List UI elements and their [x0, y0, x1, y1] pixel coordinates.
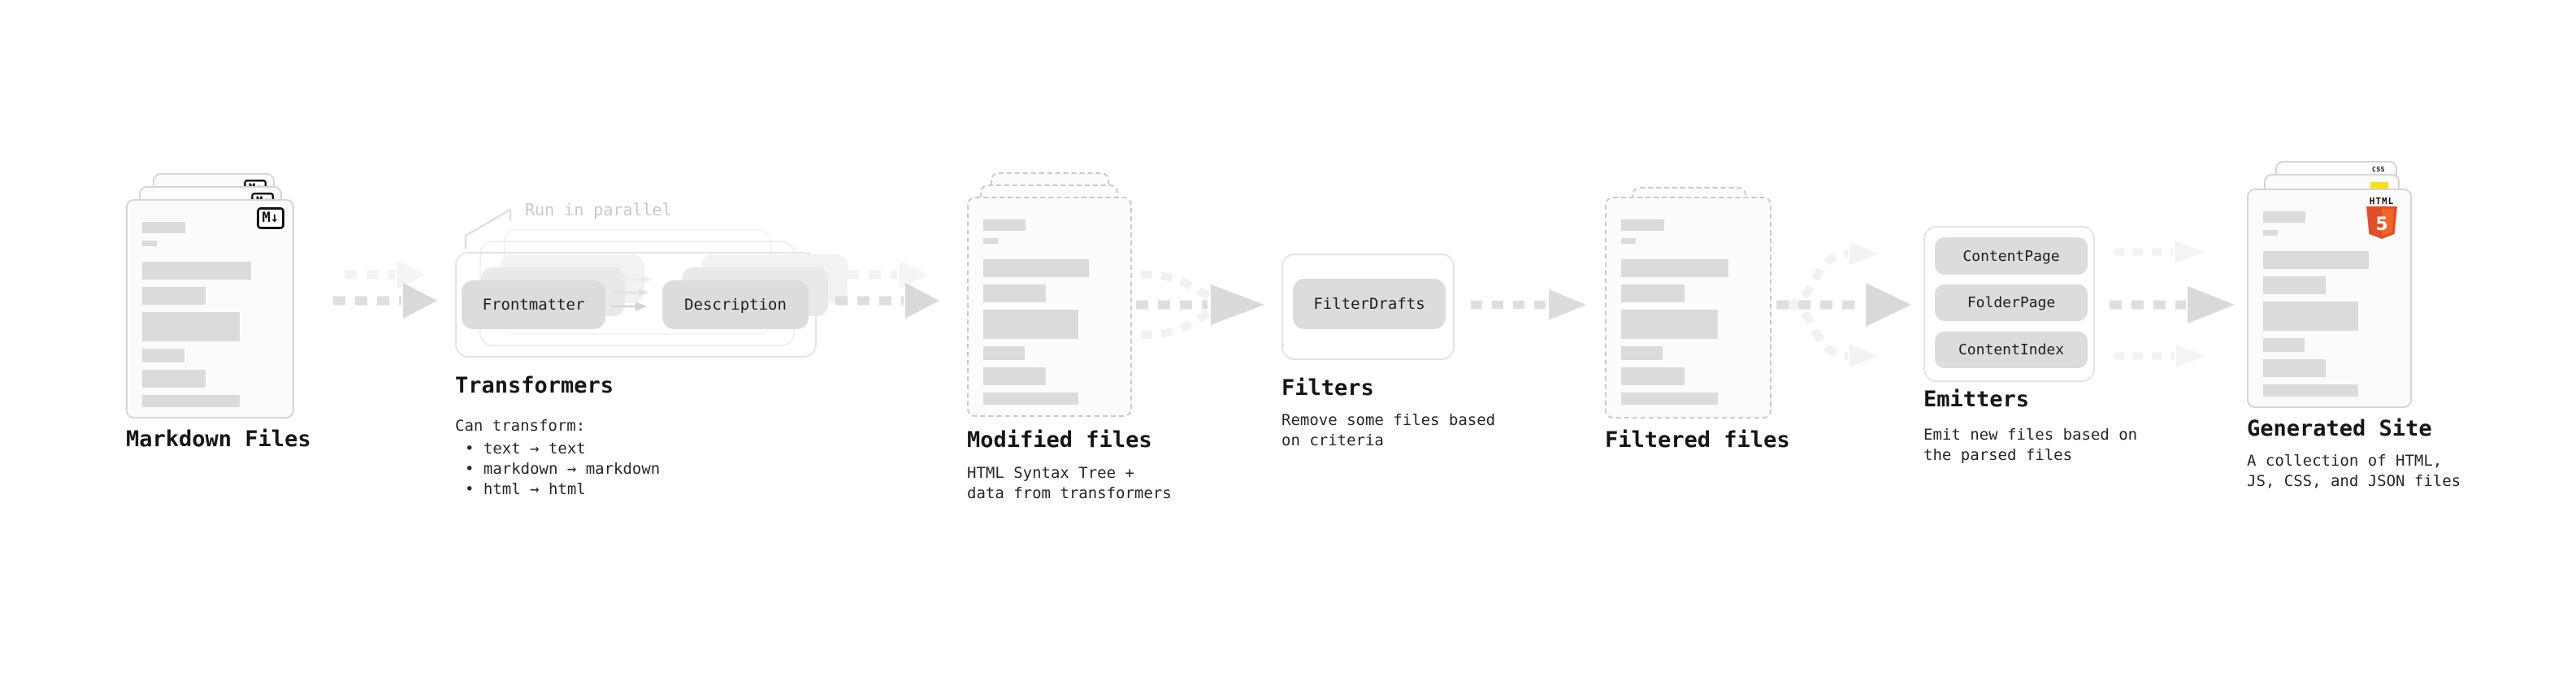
filters-group-box [1281, 254, 1455, 360]
description-box: Description [662, 280, 809, 329]
modified-files-title: Modified files [967, 427, 1152, 453]
run-in-parallel-note: Run in parallel [525, 200, 672, 219]
document-skeleton-lines [983, 219, 1116, 405]
markdown-files-label: Markdown Files [126, 427, 311, 452]
generated-site-title: Generated Site [2247, 416, 2432, 441]
contentpage-box: ContentPage [1935, 237, 2088, 275]
folderpage-box: FolderPage [1935, 284, 2088, 321]
filters-title: Filters [1281, 375, 1374, 401]
transformers-capabilities-list: text → text markdown → markdown html → h… [465, 439, 660, 500]
arrow-transformers-to-modified [835, 260, 939, 319]
markdown-icon: M↓ [256, 207, 284, 229]
svg-text:5: 5 [2375, 215, 2387, 235]
list-item: html → html [465, 479, 660, 500]
document-skeleton-lines [142, 222, 278, 407]
arrow-filters-to-filtered [1471, 289, 1586, 320]
generated-site-subtitle: A collection of HTML, JS, CSS, and JSON … [2247, 452, 2461, 490]
frontmatter-box: Frontmatter [462, 280, 605, 329]
js-file-icon [2370, 182, 2388, 190]
list-item: text → text [465, 439, 660, 459]
emitters-subtitle: Emit new files based on the parsed files [1923, 426, 2138, 464]
filtered-file-card [1605, 197, 1772, 419]
generated-html-file-card: HTML 5 [2247, 189, 2412, 408]
modified-file-card [967, 197, 1132, 417]
transformers-title: Transformers [455, 373, 614, 398]
contentindex-box: ContentIndex [1935, 332, 2088, 368]
filterdrafts-box: FilterDrafts [1293, 279, 1446, 329]
html5-shield: 5 [2366, 206, 2397, 239]
emitters-title: Emitters [1923, 387, 2030, 412]
parallel-transform-arrows [611, 275, 652, 311]
filters-subtitle: Remove some files based on criteria [1281, 411, 1496, 449]
arrow-markdown-to-transformers [333, 260, 437, 319]
document-skeleton-lines [1621, 219, 1755, 405]
modified-files-subtitle: HTML Syntax Tree + data from transformer… [967, 464, 1172, 502]
emitters-group-box [1923, 226, 2095, 382]
document-skeleton-lines [2263, 211, 2396, 397]
arrows-emitters-to-generated [2110, 241, 2235, 367]
run-in-parallel-callout-line [464, 207, 512, 249]
arrow-modified-to-filters-converge [1136, 271, 1264, 339]
list-item: markdown → markdown [465, 459, 660, 479]
css-icon-label: CSS [2372, 166, 2385, 173]
html5-icon: HTML 5 [2363, 197, 2400, 244]
markdown-file-card: M↓ [126, 199, 294, 419]
arrow-filtered-to-emitters-diverge [1776, 242, 1911, 367]
transformers-subtitle: Can transform: [455, 417, 586, 435]
html5-icon-word: HTML [2369, 196, 2395, 206]
filtered-files-title: Filtered files [1605, 427, 1790, 453]
